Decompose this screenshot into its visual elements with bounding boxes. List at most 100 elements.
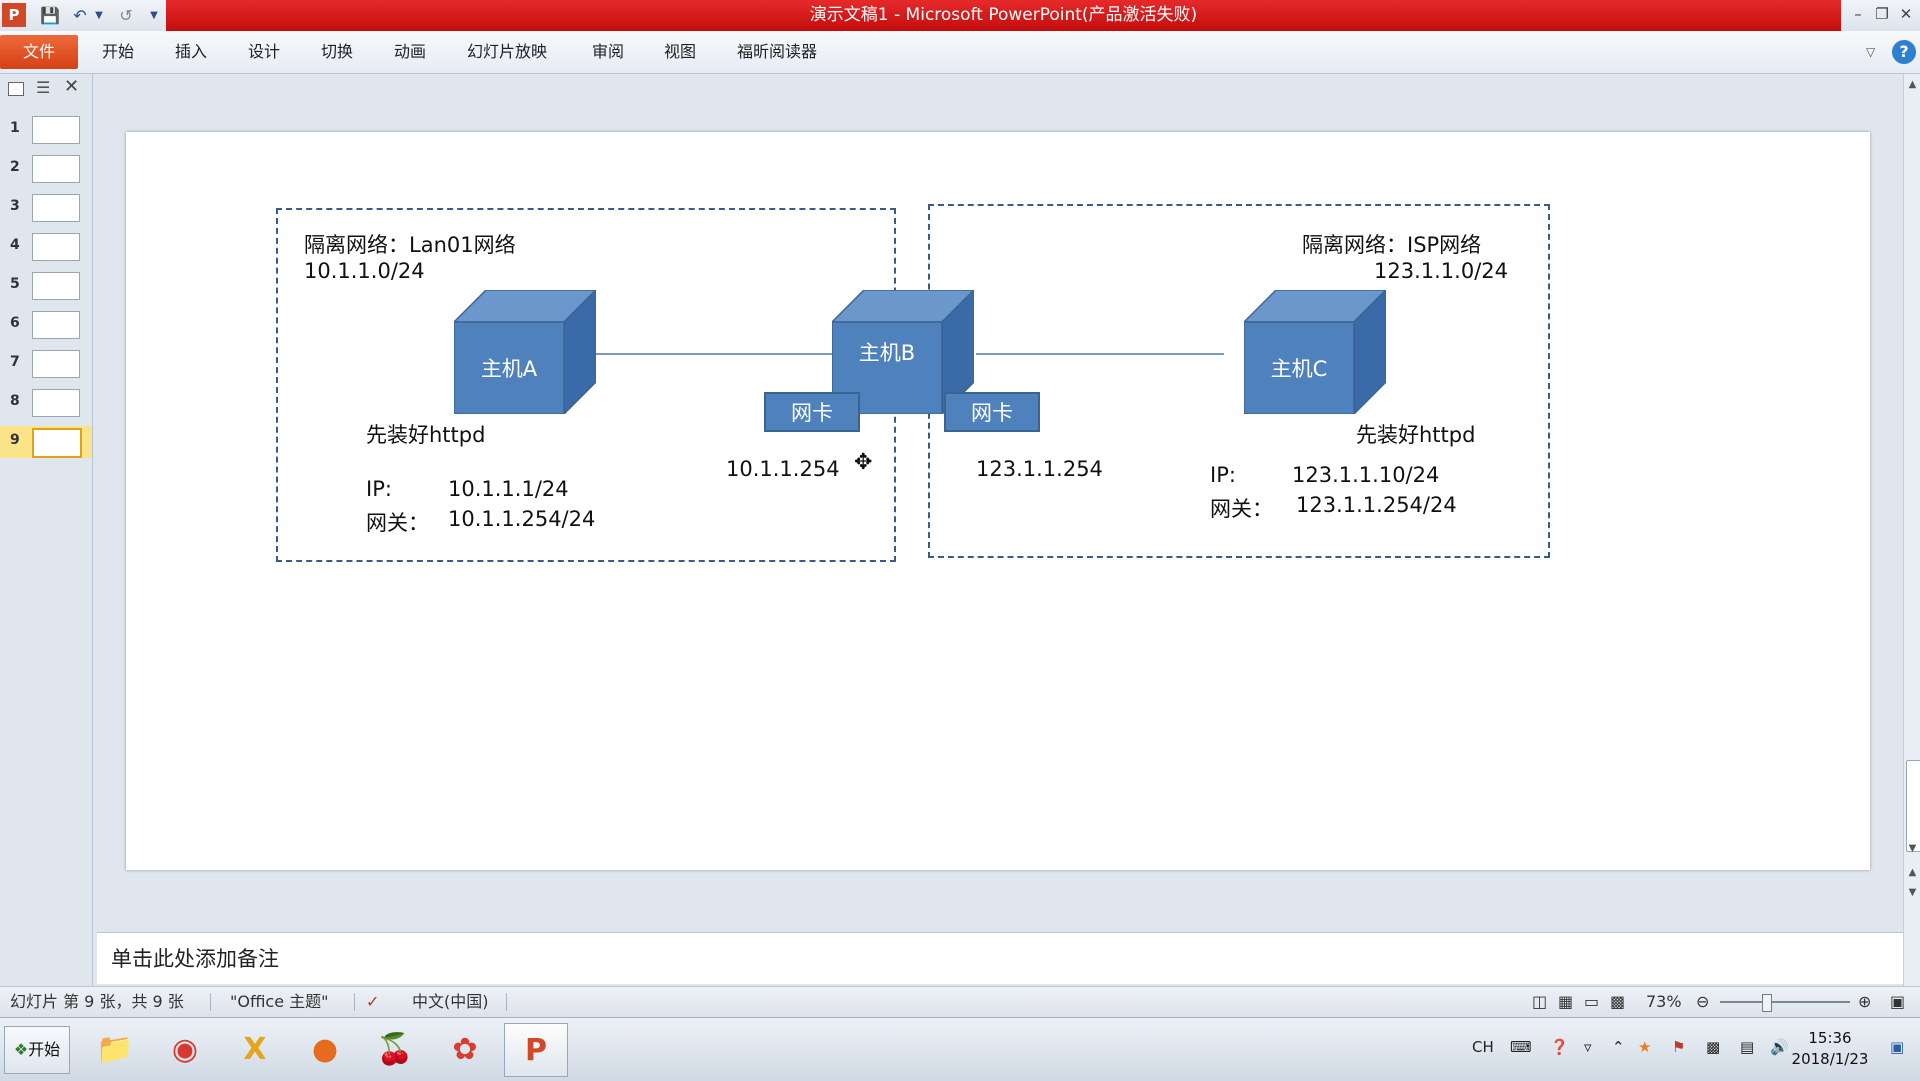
panel-header: ☰ ✕ <box>0 74 92 104</box>
normal-view-icon[interactable]: ◫ <box>1532 992 1548 1011</box>
next-slide-icon[interactable]: ▼ <box>1908 887 1917 898</box>
scrollbar-thumb[interactable] <box>1906 760 1920 852</box>
link-host-b-to-c <box>976 353 1224 355</box>
host-c-ip-value: 123.1.1.10/24 <box>1292 463 1440 487</box>
host-c-cube[interactable]: 主机C <box>1244 290 1386 414</box>
zoom-slider-handle[interactable] <box>1762 994 1772 1012</box>
lan01-zone-subnet: 10.1.1.0/24 <box>304 259 425 283</box>
host-b-nic-left[interactable]: 网卡 <box>764 392 860 432</box>
notes-pane[interactable]: 单击此处添加备注 <box>97 932 1903 984</box>
thumbnail-number: 2 <box>10 159 20 175</box>
scroll-up-icon[interactable]: ▲ <box>1908 79 1917 90</box>
zoom-in-icon[interactable]: ⊕ <box>1858 992 1872 1011</box>
restore-icon[interactable]: ❐ <box>1875 5 1889 23</box>
title-bar: P 💾 ↶ ▼ ↺ ▼ 演示文稿1 - Microsoft PowerPoint… <box>0 0 1920 31</box>
reading-view-icon[interactable]: ▭ <box>1584 992 1600 1011</box>
lan01-zone-title: 隔离网络：Lan01网络 <box>304 233 516 257</box>
start-label: 开始 <box>28 1040 61 1059</box>
slides-view-icon[interactable] <box>8 82 24 96</box>
tab-file[interactable]: 文件 <box>0 35 78 69</box>
tab-review[interactable]: 审阅 <box>592 42 625 61</box>
host-a-gateway-value: 10.1.1.254/24 <box>448 507 596 531</box>
clock-date: 2018/1/23 <box>1791 1050 1869 1068</box>
start-button[interactable]: ❖开始 <box>4 1026 70 1074</box>
cube-icon <box>454 290 596 414</box>
options-tray-icon[interactable]: ▿ <box>1584 1038 1592 1056</box>
divider <box>506 993 507 1011</box>
host-b-nic-right[interactable]: 网卡 <box>944 392 1040 432</box>
theme-name[interactable]: "Office 主题" <box>230 992 329 1011</box>
thumbnail-image <box>32 350 80 378</box>
volume-icon[interactable]: 🔊 <box>1770 1038 1789 1056</box>
windows-logo-icon: ❖ <box>13 1040 29 1059</box>
input-language[interactable]: CH <box>1472 1038 1494 1056</box>
host-b-ip-right: 123.1.1.254 <box>976 457 1103 481</box>
undo-dropdown-icon[interactable]: ▼ <box>95 9 103 21</box>
zoom-slider[interactable] <box>1720 1001 1850 1003</box>
slide-counter: 幻灯片 第 9 张，共 9 张 <box>10 992 184 1011</box>
host-a-cube[interactable]: 主机A <box>454 290 596 414</box>
slide-thumbnail-selected[interactable]: 9 <box>0 426 92 458</box>
cherry-app-icon[interactable]: 🍒 <box>376 1031 414 1067</box>
close-icon[interactable]: ✕ <box>1899 5 1913 23</box>
tab-transitions[interactable]: 切换 <box>321 42 354 61</box>
tab-insert[interactable]: 插入 <box>175 42 208 61</box>
thumbnail-image <box>32 194 80 222</box>
vertical-scrollbar[interactable]: ▲ ▼ ▲ ▼ <box>1903 74 1920 986</box>
show-hidden-icons-icon[interactable]: ⌃ <box>1612 1038 1625 1056</box>
tab-view[interactable]: 视图 <box>664 42 697 61</box>
zoom-out-icon[interactable]: ⊖ <box>1696 992 1710 1011</box>
thumbnail-image <box>32 272 80 300</box>
minimize-ribbon-icon[interactable]: ▽ <box>1866 45 1876 59</box>
host-a-note: 先装好httpd <box>366 423 486 447</box>
tab-design[interactable]: 设计 <box>248 42 281 61</box>
keyboard-icon[interactable]: ⌨ <box>1510 1038 1532 1056</box>
tab-slideshow[interactable]: 幻灯片放映 <box>467 42 548 61</box>
network-icon[interactable]: ▤ <box>1740 1038 1755 1056</box>
language-indicator[interactable]: 中文(中国) <box>412 992 489 1011</box>
previous-slide-icon[interactable]: ▲ <box>1908 867 1917 878</box>
show-desktop-icon[interactable]: ▣ <box>1890 1038 1905 1056</box>
redo-icon[interactable]: ↺ <box>119 5 133 25</box>
firefox-icon[interactable]: ● <box>311 1031 339 1067</box>
host-a-ip-value: 10.1.1.1/24 <box>448 477 569 501</box>
outline-view-icon[interactable]: ☰ <box>36 78 51 97</box>
tab-animations[interactable]: 动画 <box>394 42 427 61</box>
slide-thumbnail[interactable]: 5 <box>0 270 92 302</box>
chrome-icon[interactable]: ◉ <box>171 1031 199 1067</box>
minimize-icon[interactable]: – <box>1854 5 1862 23</box>
thumbnail-number: 3 <box>10 198 20 214</box>
powerpoint-app-icon[interactable]: P <box>2 3 26 27</box>
slideshow-view-icon[interactable]: ▩ <box>1610 992 1626 1011</box>
action-center-icon[interactable]: ⚑ <box>1672 1038 1686 1056</box>
xshell-icon[interactable]: X <box>243 1031 267 1067</box>
fit-to-window-icon[interactable]: ▣ <box>1890 992 1906 1011</box>
spell-check-icon[interactable]: ✓ <box>366 992 380 1011</box>
save-icon[interactable]: 💾 <box>40 5 60 25</box>
help-tray-icon[interactable]: ❓ <box>1550 1038 1569 1056</box>
help-icon[interactable]: ? <box>1892 40 1916 64</box>
zoom-level[interactable]: 73% <box>1646 992 1682 1011</box>
customize-quick-access-icon[interactable]: ▼ <box>150 9 158 21</box>
device-tray-icon[interactable]: ▩ <box>1706 1038 1721 1056</box>
scroll-down-icon[interactable]: ▼ <box>1908 843 1917 854</box>
slide-thumbnail[interactable]: 6 <box>0 309 92 341</box>
slide-thumbnail[interactable]: 2 <box>0 153 92 185</box>
slide-thumbnail[interactable]: 8 <box>0 387 92 419</box>
host-b-cube[interactable]: 主机B <box>832 290 974 414</box>
slide-thumbnail[interactable]: 3 <box>0 192 92 224</box>
slide-sorter-view-icon[interactable]: ▦ <box>1558 992 1574 1011</box>
slide-thumbnail[interactable]: 7 <box>0 348 92 380</box>
system-clock[interactable]: 15:36 2018/1/23 <box>1790 1028 1870 1070</box>
slide-canvas[interactable]: 隔离网络：Lan01网络 10.1.1.0/24 隔离网络：ISP网络 123.… <box>126 132 1870 870</box>
snail-app-icon[interactable]: ✿ <box>452 1031 478 1067</box>
tab-foxit-reader[interactable]: 福昕阅读器 <box>737 42 818 61</box>
slide-thumbnail[interactable]: 1 <box>0 114 92 146</box>
file-explorer-icon[interactable]: 📁 <box>96 1031 134 1067</box>
powerpoint-taskbar-icon[interactable]: P <box>504 1023 568 1077</box>
close-panel-icon[interactable]: ✕ <box>64 76 80 97</box>
slide-thumbnail[interactable]: 4 <box>0 231 92 263</box>
tab-home[interactable]: 开始 <box>102 42 135 61</box>
security-tray-icon[interactable]: ★ <box>1638 1038 1652 1056</box>
undo-icon[interactable]: ↶ <box>73 5 87 25</box>
